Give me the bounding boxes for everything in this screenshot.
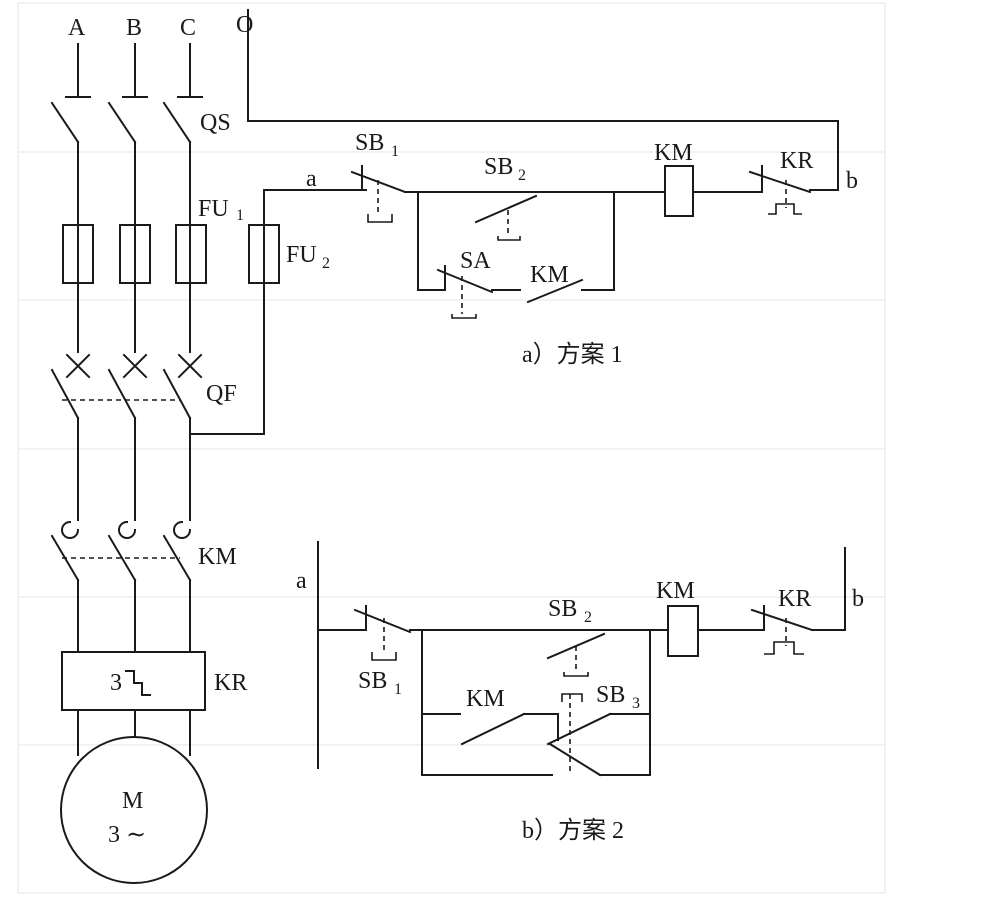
phase-labels: A B C O [68,12,253,41]
scheme2-km-contact: KM [460,686,526,746]
scheme2-caption: b）方案 2 [522,817,624,844]
scheme2-km-coil: KM [656,578,699,657]
kr-thermal-relay: 3 KR [61,651,247,756]
km-main-label: KM [198,544,237,570]
km-main-contacts: KM [50,520,237,653]
scheme2-sb1-button: SB 1 [353,605,412,698]
scheme2-kr-label: KR [778,586,811,612]
scheme2-sb2-label: SB [548,596,577,622]
scheme2-circuit: a b SB 1 SB 2 KM [296,541,864,844]
scheme2-kr-contact: KR [750,586,814,655]
scheme2-sb1-label: SB [358,668,387,694]
kr-main-label: KR [214,670,247,696]
scheme2-node-a: a [296,568,307,594]
scheme2-km-contact-label: KM [466,686,505,712]
scheme1-km-contact-label: KM [530,262,569,288]
scheme2-node-b: b [852,586,864,612]
scheme1-sb2-label: SB [484,154,513,180]
fu2-label: FU [286,242,317,268]
scheme1-kr-contact: KR [748,148,813,215]
scheme1-node-b: b [846,168,858,194]
scheme1-caption: a）方案 1 [522,341,623,368]
fu1-fuses: FU 1 [62,196,244,284]
qf-breaker: QF [50,353,237,521]
scheme1-circuit: a b SB 1 SB 2 SA [247,9,858,368]
fu1-subscript: 1 [236,207,244,224]
scheme2-sb3-label: SB [596,682,625,708]
background-guides [17,2,886,894]
scheme1-km-coil-label: KM [654,140,693,166]
scheme1-kr-label: KR [780,148,813,174]
scheme1-sb1-subscript: 1 [391,143,399,160]
scheme1-sb1-label: SB [355,130,384,156]
phase-conductors [77,141,191,353]
scheme1-sa-label: SA [460,248,491,274]
scheme2-sb1-subscript: 1 [394,681,402,698]
qs-label: QS [200,110,231,136]
scheme2-sb3-subscript: 3 [632,695,640,712]
qf-label: QF [206,381,237,407]
phase-a-label: A [68,15,86,41]
motor-label: M [122,788,143,814]
neutral-o-label: O [236,12,253,38]
scheme1-sa-switch: SA [436,248,494,319]
scheme2-sb2-subscript: 2 [584,609,592,626]
scheme2-km-coil-label: KM [656,578,695,604]
motor: M 3 ∼ [60,736,208,884]
scheme1-km-coil: KM [654,140,694,217]
scheme1-sb2-button: SB 2 [474,154,538,241]
scheme1-sb1-button: SB 1 [350,130,615,223]
phase-c-label: C [180,15,196,41]
qs-switch: QS [50,43,231,144]
scheme1-sb2-subscript: 2 [518,167,526,184]
fu2-subscript: 2 [322,255,330,272]
scheme2-sb2-button: SB 2 [546,596,606,677]
scheme2-sb3-button: SB 3 [546,682,640,777]
kr-count-label: 3 [110,670,122,696]
fu1-label: FU [198,196,229,222]
scheme1-km-contact: KM [526,262,584,304]
motor-phase-label: 3 ∼ [108,822,146,848]
phase-b-label: B [126,15,142,41]
scheme1-node-a: a [306,166,317,192]
fu2-fuse: FU 2 [189,189,330,435]
